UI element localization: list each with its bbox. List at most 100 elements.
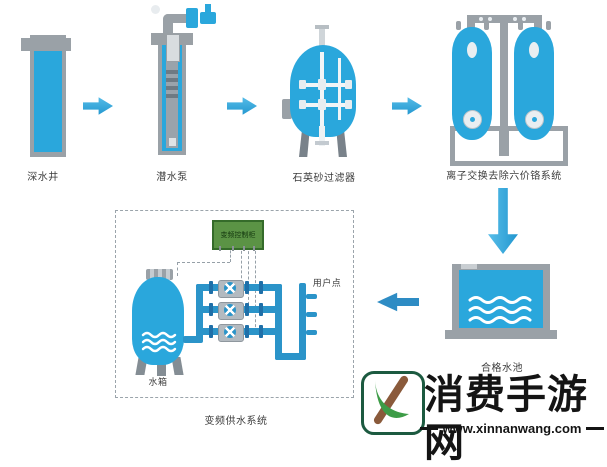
watermark-site-name: 消费手游网 <box>424 372 588 465</box>
booster-pump-2-impeller-icon <box>224 304 236 316</box>
tank-outlet-pipe <box>183 336 201 343</box>
user-outlet-stub-1 <box>306 294 317 299</box>
vfd-control-cabinet: 变频控制柜 <box>212 220 264 250</box>
coupling-2a <box>209 303 213 316</box>
booster-pump-1-impeller-icon <box>224 282 236 294</box>
right-header-pipe <box>275 284 282 360</box>
filter-side-flange <box>282 99 292 119</box>
pump-valve-icon <box>200 12 216 24</box>
flow-arrow-1-icon <box>83 97 113 115</box>
cabinet-leg-4 <box>253 246 255 251</box>
ion-exchange-label: 离子交换去除六价铬系统 <box>446 171 562 182</box>
watermark-site-url: www.xinnanwang.com <box>442 421 582 436</box>
water-tank-leg-2 <box>157 358 166 376</box>
well-collar <box>21 38 71 51</box>
filter-cross-fitting-1 <box>318 79 326 90</box>
url-divider-left <box>420 427 438 430</box>
ion-elbow-left <box>467 15 475 32</box>
bottom-run-pipe <box>275 353 306 360</box>
pump-head-box <box>166 34 180 62</box>
url-divider-right <box>586 427 604 430</box>
cabinet-leg-1 <box>219 246 221 251</box>
ion-bolt-2 <box>488 17 492 21</box>
flow-arrow-left-icon <box>377 292 419 312</box>
ion-stand-frame <box>450 126 568 166</box>
logo-leaf <box>375 380 409 418</box>
ion-bolt-4 <box>522 17 526 21</box>
filter-valve-1-icon <box>299 80 306 89</box>
filter-top-stem <box>319 27 325 49</box>
filter-pipe-horizontal-1 <box>303 83 351 87</box>
ion-elbow-right <box>534 15 542 32</box>
user-outlet-stub-2 <box>306 312 317 317</box>
booster-pump-3-impeller-icon <box>224 326 236 338</box>
pump-intake <box>169 138 176 146</box>
coupling-1a <box>209 281 213 294</box>
ion-top-pipe-right <box>500 15 542 23</box>
pump-gauge-icon <box>151 5 160 14</box>
filter-label: 石英砂过滤器 <box>292 173 356 184</box>
coupling-2c <box>259 303 263 316</box>
vfd-system-dashed-border <box>115 210 354 398</box>
coupling-1b <box>245 281 249 294</box>
signal-wire-5 <box>248 246 249 310</box>
well-label: 深水井 <box>27 172 59 183</box>
pool-base <box>445 330 557 339</box>
ion-tank-right-nub-2 <box>546 21 551 30</box>
filter-cross-fitting-2 <box>318 99 326 110</box>
riser-pipe <box>299 283 306 360</box>
vfd-system-label: 变频供水系统 <box>204 416 268 427</box>
filter-bottom-flange <box>315 141 329 145</box>
coupling-3b <box>245 325 249 338</box>
logo-stick <box>373 375 409 425</box>
pump-motor-fins <box>166 70 178 102</box>
signal-wire-1 <box>230 246 231 262</box>
pool-vent <box>461 264 477 269</box>
filter-top-flange <box>315 25 329 29</box>
pump-outlet-elbow <box>163 14 173 38</box>
ion-tank-left-nub-1 <box>456 21 461 30</box>
coupling-2b <box>245 303 249 316</box>
water-tank-label: 水箱 <box>148 377 168 387</box>
filter-leg-left <box>299 127 310 157</box>
vfd-control-cabinet-label: 变频控制柜 <box>220 232 256 239</box>
ion-center-pipe <box>500 15 508 128</box>
ion-tank-left-manhole-dot <box>470 117 475 122</box>
user-outlet-stub-3 <box>306 330 317 335</box>
filter-valve-3-icon <box>299 100 306 109</box>
user-point-label: 用户点 <box>312 278 342 288</box>
cabinet-leg-3 <box>243 246 245 251</box>
cabinet-leg-2 <box>232 246 234 251</box>
pump-valve-stem <box>205 4 211 12</box>
flow-arrow-down-icon <box>488 188 518 254</box>
ion-bolt-3 <box>513 17 517 21</box>
signal-wire-3 <box>177 262 178 276</box>
filter-pipe-horizontal-2 <box>303 103 351 107</box>
water-tank-waves <box>141 331 177 353</box>
filter-valve-2-icon <box>345 80 352 89</box>
coupling-1c <box>259 281 263 294</box>
signal-wire-4 <box>241 246 242 288</box>
coupling-3a <box>209 325 213 338</box>
pump-label: 潜水泵 <box>156 172 188 183</box>
flow-arrow-2-icon <box>227 97 257 115</box>
logo-leaf-stick-icon <box>373 375 409 425</box>
flow-arrow-3-icon <box>392 97 422 115</box>
ion-tank-left-nub-2 <box>484 21 489 30</box>
filter-valve-4-icon <box>345 100 352 109</box>
ion-top-pipe-left <box>467 15 508 23</box>
ion-tank-right-nub-1 <box>518 21 523 30</box>
ion-tank-right-port <box>529 42 539 58</box>
ion-bolt-1 <box>479 17 483 21</box>
filter-pipe-vertical-2 <box>338 58 341 120</box>
left-header-pipe <box>196 284 203 343</box>
ion-stand-center-post <box>499 126 509 156</box>
ion-tank-left-port <box>467 42 477 58</box>
well-water <box>34 39 62 152</box>
pool-label: 合格水池 <box>481 363 523 374</box>
filter-bottom-stem <box>319 126 325 146</box>
watermark-url-row: www.xinnanwang.com <box>420 421 604 436</box>
pool-water-waves <box>468 296 532 324</box>
pump-outlet-pipe <box>163 14 197 23</box>
coupling-3c <box>259 325 263 338</box>
